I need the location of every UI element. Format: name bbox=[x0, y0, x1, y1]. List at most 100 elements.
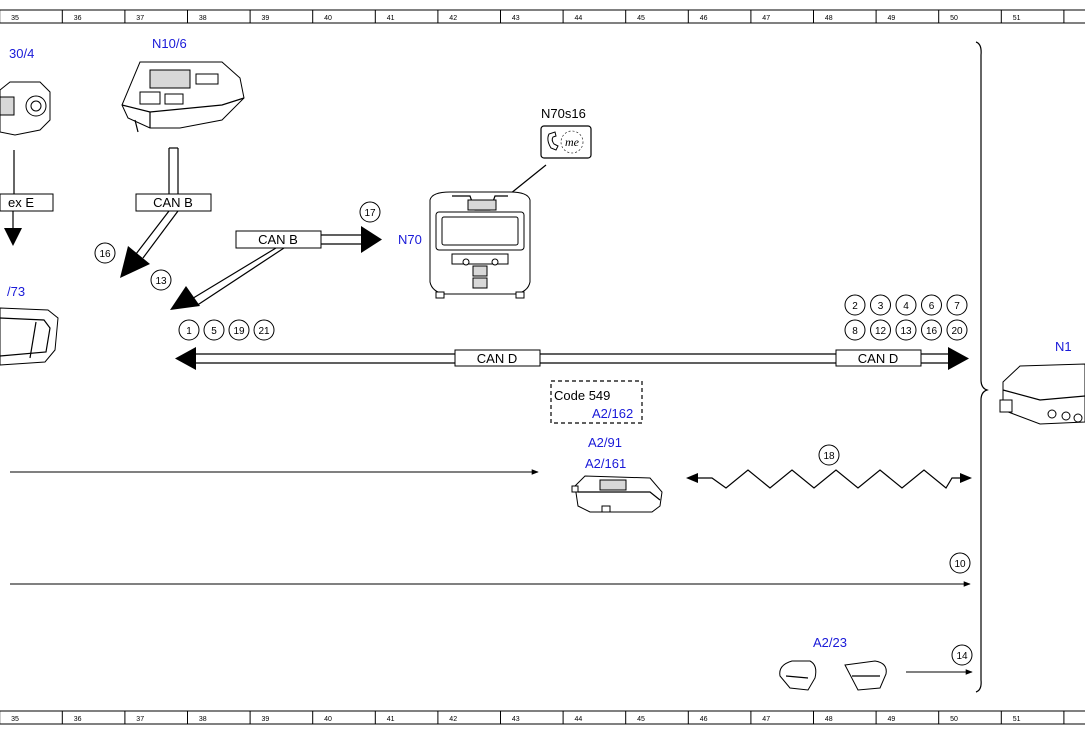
ruler-column-39: 39 bbox=[262, 716, 270, 723]
svg-text:6: 6 bbox=[929, 301, 935, 312]
svg-text:5: 5 bbox=[211, 326, 217, 337]
component-30-4: 30/4 bbox=[0, 46, 51, 195]
phone-icon bbox=[547, 131, 559, 151]
ruler-column-43: 43 bbox=[512, 15, 520, 22]
ruler-column-40: 40 bbox=[324, 716, 332, 723]
can-b-stem bbox=[168, 147, 179, 194]
svg-text:3: 3 bbox=[878, 301, 884, 312]
ruler-column-41: 41 bbox=[387, 15, 395, 22]
bus-box-can-b-1: CAN B bbox=[135, 193, 212, 212]
label-n70s16: N70s16 bbox=[541, 106, 586, 121]
callout-1: 1 bbox=[178, 319, 200, 341]
ruler-column-39: 39 bbox=[262, 15, 270, 22]
signal-line-10: 10 bbox=[10, 552, 971, 587]
right-bracket bbox=[975, 41, 989, 693]
component-n70: N70 bbox=[398, 191, 531, 299]
callout-16: 16 bbox=[94, 242, 116, 264]
callout-19: 19 bbox=[228, 319, 250, 341]
ruler-column-36: 36 bbox=[74, 716, 82, 723]
svg-text:ex E: ex E bbox=[8, 195, 34, 210]
label-a2-161: A2/161 bbox=[585, 456, 626, 471]
ruler-column-48: 48 bbox=[825, 716, 833, 723]
ruler-column-47: 47 bbox=[762, 15, 770, 22]
ruler-column-51: 51 bbox=[1013, 15, 1021, 22]
callout-6: 6 bbox=[921, 294, 942, 316]
ruler-column-44: 44 bbox=[575, 716, 583, 723]
component-n70s16: N70s16 me bbox=[499, 106, 592, 203]
ruler-column-38: 38 bbox=[199, 15, 207, 22]
component-73: /73 bbox=[0, 284, 59, 366]
component-a2-23: A2/23 14 bbox=[779, 635, 973, 691]
bus-box-can-b-2: CAN B bbox=[170, 226, 382, 310]
callout-3: 3 bbox=[870, 294, 891, 316]
ruler-column-46: 46 bbox=[700, 15, 708, 22]
svg-text:2: 2 bbox=[852, 301, 858, 312]
code-549-box: Code 549 A2/162 bbox=[550, 380, 643, 424]
ruler-column-50: 50 bbox=[950, 15, 958, 22]
svg-text:19: 19 bbox=[233, 326, 245, 337]
label-73: /73 bbox=[7, 284, 25, 299]
ruler-column-36: 36 bbox=[74, 15, 82, 22]
svg-text:16: 16 bbox=[99, 249, 111, 260]
callout-20: 20 bbox=[946, 319, 968, 341]
component-a2-161: A2/91 A2/161 bbox=[571, 435, 663, 513]
svg-text:CAN B: CAN B bbox=[258, 232, 298, 247]
callout-13: 13 bbox=[150, 269, 172, 291]
label-a2-91: A2/91 bbox=[588, 435, 622, 450]
ruler-column-35: 35 bbox=[11, 15, 19, 22]
svg-text:17: 17 bbox=[364, 208, 376, 219]
callout-2: 2 bbox=[844, 294, 866, 316]
svg-text:14: 14 bbox=[956, 651, 968, 662]
ruler-column-38: 38 bbox=[199, 716, 207, 723]
callout-12: 12 bbox=[870, 319, 891, 341]
svg-text:CAN D: CAN D bbox=[858, 351, 898, 366]
ruler-column-42: 42 bbox=[449, 15, 457, 22]
svg-text:8: 8 bbox=[852, 326, 858, 337]
svg-text:CAN B: CAN B bbox=[153, 195, 193, 210]
svg-text:20: 20 bbox=[951, 326, 963, 337]
label-a2-23: A2/23 bbox=[813, 635, 847, 650]
callout-16: 16 bbox=[921, 319, 942, 341]
ruler-column-45: 45 bbox=[637, 716, 645, 723]
ruler-column-37: 37 bbox=[136, 15, 144, 22]
callouts-right-row-2: 8 12 13 16 20 bbox=[844, 319, 968, 341]
svg-text:10: 10 bbox=[954, 559, 966, 570]
ruler-column-40: 40 bbox=[324, 15, 332, 22]
svg-text:A2/162: A2/162 bbox=[592, 406, 633, 421]
ruler-column-37: 37 bbox=[136, 716, 144, 723]
svg-text:CAN D: CAN D bbox=[477, 351, 517, 366]
ruler-column-42: 42 bbox=[449, 716, 457, 723]
label-30-4: 30/4 bbox=[9, 46, 34, 61]
svg-text:16: 16 bbox=[926, 326, 938, 337]
ruler-column-35: 35 bbox=[11, 716, 19, 723]
svg-text:me: me bbox=[565, 135, 580, 149]
svg-text:12: 12 bbox=[875, 326, 887, 337]
can-d-bus: CAN D CAN D bbox=[175, 347, 969, 370]
ruler-column-49: 49 bbox=[888, 15, 896, 22]
callout-5: 5 bbox=[203, 319, 225, 341]
label-n11: N1 bbox=[1055, 339, 1072, 354]
svg-text:18: 18 bbox=[823, 451, 835, 462]
wireless-link: 18 bbox=[686, 444, 972, 489]
callout-8: 8 bbox=[844, 319, 866, 341]
ruler-column-50: 50 bbox=[950, 716, 958, 723]
ruler-column-45: 45 bbox=[637, 15, 645, 22]
ruler-column-46: 46 bbox=[700, 716, 708, 723]
ruler-column-41: 41 bbox=[387, 716, 395, 723]
callout-7: 7 bbox=[946, 294, 968, 316]
component-n10-6: N10/6 bbox=[121, 36, 245, 133]
svg-text:4: 4 bbox=[903, 301, 909, 312]
callout-17: 17 bbox=[359, 201, 381, 223]
component-n11: N1 bbox=[999, 339, 1085, 425]
label-n70: N70 bbox=[398, 232, 422, 247]
can-b-diag-arrow-1 bbox=[120, 210, 179, 278]
ruler-column-44: 44 bbox=[575, 15, 583, 22]
callout-21: 21 bbox=[253, 319, 275, 341]
ruler-column-51: 51 bbox=[1013, 716, 1021, 723]
callout-13: 13 bbox=[895, 319, 917, 341]
